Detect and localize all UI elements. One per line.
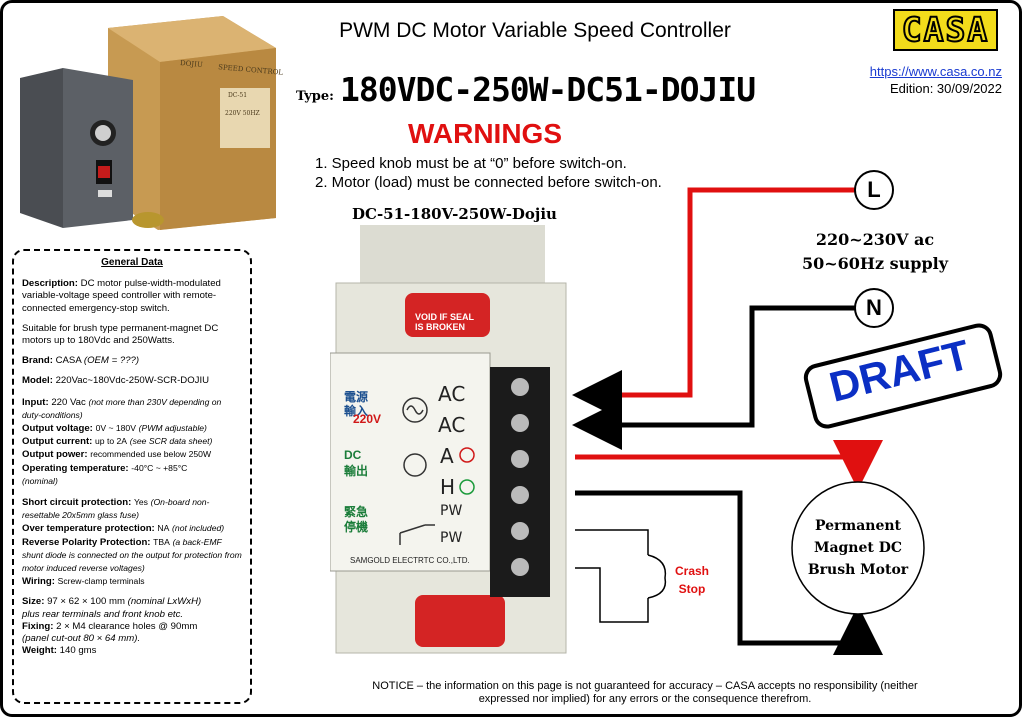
controller-unit — [330, 225, 567, 654]
box-print-rating: 220V 50HZ — [225, 110, 260, 117]
dc-output-label-cn: 輸出 — [344, 464, 369, 478]
terminal-label-pw-1: PW — [440, 503, 463, 519]
crash-stop-switch-icon — [647, 554, 667, 599]
estop-switch-icon — [399, 524, 435, 545]
model-row: Model: 220Vac~180Vdc-250W-SCR-DOJIU — [22, 375, 210, 387]
knob-cap — [95, 125, 111, 141]
general-data-title: General Data — [101, 257, 163, 268]
description-row: Description: DC motor pulse-width-modula… — [22, 278, 221, 314]
model-code: 180VDC-250W-DC51-DOJIU — [340, 70, 756, 109]
terminal-label-ac-2: AC — [438, 413, 466, 437]
warning-item-2: 2. Motor (load) must be connected before… — [315, 174, 662, 191]
unit-top — [360, 225, 545, 285]
controller-side — [20, 68, 63, 228]
unit-faceplate — [330, 352, 491, 572]
electrical-rows: Input: 220 Vac (not more than 230V depen… — [22, 396, 222, 486]
box-top — [108, 16, 276, 62]
mechanical-rows: Size: 97 × 62 × 100 mm (nominal LxWxH) p… — [22, 596, 202, 657]
crash-stop-label-2: Stop — [678, 582, 706, 596]
ac-sine-icon — [402, 397, 428, 423]
warning-item-1: 1. Speed knob must be at “0” before swit… — [315, 155, 627, 172]
terminal-l: L — [867, 177, 881, 202]
supply-frequency: 50~60Hz supply — [801, 254, 949, 273]
motor-symbol-icon — [403, 453, 427, 477]
supply-voltage: 220~230V ac — [815, 230, 935, 249]
unit-label: DC-51-180V-250W-Dojiu — [352, 205, 557, 223]
motor-positive-wire — [575, 440, 883, 490]
notice-line-2: expressed nor implied) for any errors or… — [478, 693, 812, 705]
box-label — [220, 88, 270, 148]
power-label-cn-1: 電源 — [344, 390, 369, 404]
casa-logo — [893, 9, 998, 51]
plus-icon — [459, 447, 475, 463]
crash-stop-wire-2 — [575, 567, 649, 623]
dc-label: DC — [344, 448, 362, 462]
motor-label-2: Magnet DC — [813, 540, 903, 556]
website-link[interactable]: https://www.casa.co.nz — [869, 64, 1002, 79]
type-label: Type: — [296, 89, 334, 104]
seal-sticker-bottom — [415, 595, 505, 647]
general-data-panel: General Data Description: DC motor pulse… — [12, 249, 252, 704]
terminal-label-ac-1: AC — [438, 382, 466, 406]
terminal-n: N — [866, 295, 882, 320]
crash-stop-wire-1 — [575, 529, 649, 555]
terminal-label-pw-2: PW — [440, 530, 463, 546]
estop-label-cn-2: 停機 — [344, 520, 369, 534]
terminal-n-circle — [854, 288, 894, 328]
coin — [132, 212, 164, 228]
product-photo — [20, 16, 276, 230]
power-label-cn-2: 輸入 — [344, 404, 369, 418]
notice-line-1: NOTICE – the information on this page is… — [372, 680, 918, 692]
maker-label: SAMGOLD ELECTRTC CO.,LTD. — [350, 556, 470, 565]
controller-label — [98, 190, 112, 197]
motor-negative-wire — [575, 490, 883, 655]
suitable-row: Suitable for brush type permanent-magnet… — [22, 322, 219, 347]
seal-sticker-top — [405, 293, 490, 337]
controller-front — [63, 68, 133, 228]
warnings-heading: WARNINGS — [408, 118, 562, 149]
draft-stamp-box — [803, 323, 1003, 429]
brand-row: Brand: CASA (OEM = ???) — [22, 355, 140, 367]
box-print-model: DC-51 — [228, 92, 248, 99]
input-voltage-label: 220V — [353, 412, 382, 426]
edition-date: Edition: 30/09/2022 — [889, 81, 1002, 96]
motor-circle — [791, 481, 925, 615]
live-wire — [572, 187, 855, 420]
minus-icon — [459, 479, 475, 495]
terminal-screws — [511, 378, 529, 576]
page-title: PWM DC Motor Variable Speed Controller — [339, 19, 731, 42]
seal-text-1: VOID IF SEAL — [415, 312, 475, 322]
protection-rows: Short circuit protection: Yes (On-board … — [22, 497, 242, 588]
motor-label-3: Brush Motor — [807, 562, 909, 578]
estop-label-cn-1: 緊急 — [344, 505, 369, 519]
motor-label-1: Permanent — [814, 518, 902, 534]
switch-rocker — [98, 166, 110, 178]
terminal-label-a: A — [440, 444, 454, 468]
neutral-wire — [572, 305, 855, 450]
seal-text-2: IS BROKEN — [415, 322, 466, 332]
crash-stop-label-1: Crash — [674, 564, 709, 578]
casa-logo-text: CASA — [901, 9, 990, 50]
terminal-label-h: H — [440, 475, 456, 499]
terminal-l-circle — [854, 170, 894, 210]
